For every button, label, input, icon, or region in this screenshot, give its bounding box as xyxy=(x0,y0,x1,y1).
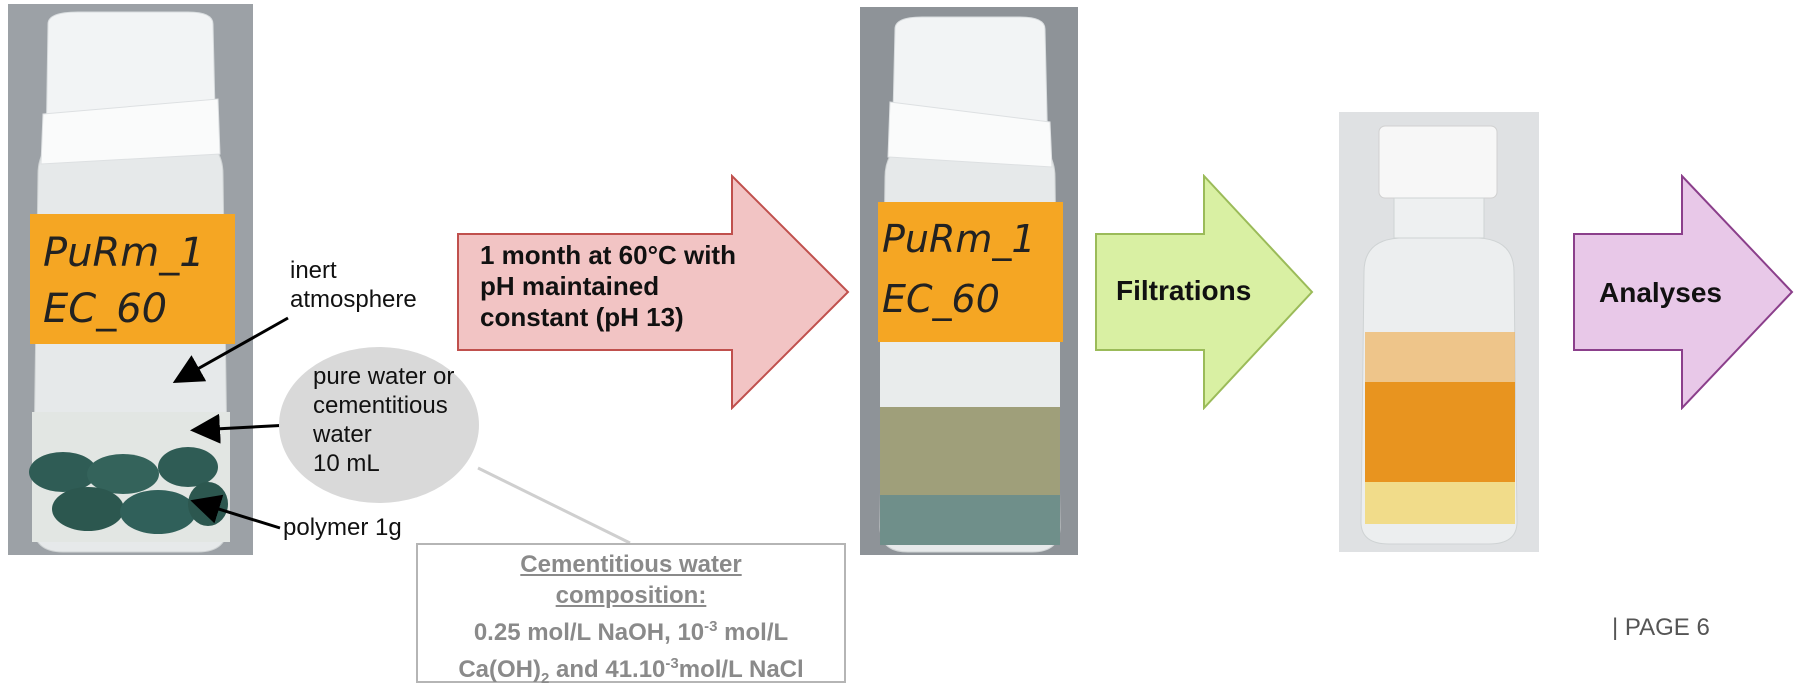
step-arrow-analysis xyxy=(1573,174,1794,410)
vial-photo-after-aging: PuRm_1 EC_60 xyxy=(860,7,1078,555)
inert-label: inert atmosphere xyxy=(290,257,417,313)
step-aging-text: 1 month at 60°C with pH maintained const… xyxy=(480,240,736,332)
step-arrow-aging xyxy=(457,174,850,410)
step-arrow-filtration xyxy=(1095,174,1314,410)
vial2-tag-line2: EC_60 xyxy=(882,277,1000,321)
step-filtration-text: Filtrations xyxy=(1116,275,1252,306)
composition-title-line1: Cementitious water xyxy=(520,551,742,578)
polymer-pointer xyxy=(190,494,281,530)
polymer-label: polymer 1g xyxy=(283,514,402,541)
page-number: | PAGE 6 xyxy=(1612,614,1710,641)
water-callout-bubble xyxy=(279,347,479,503)
inert-pointer xyxy=(172,316,289,383)
composition-line1: 0.25 mol/L NaOH, 10-3 mol/L xyxy=(473,618,789,646)
pointer-arrows xyxy=(172,316,631,545)
composition-line2: Ca(OH)2 and 41.10-3mol/L NaCl xyxy=(458,655,804,687)
callout-connector xyxy=(477,466,631,545)
water-label: pure water or cementitious water 10 mL xyxy=(313,363,455,477)
vial-photo-before: PuRm_1 EC_60 xyxy=(8,4,253,555)
water-pointer xyxy=(190,413,291,444)
vial-tag-line2: EC_60 xyxy=(43,286,167,332)
vial-tag-line1: PuRm_1 xyxy=(43,230,205,276)
step-analysis-text: Analyses xyxy=(1599,277,1722,308)
vial-photo-filtrate xyxy=(1339,112,1539,552)
cementitious-water-composition-box: Cementitious water composition: 0.25 mol… xyxy=(416,543,846,687)
vial2-tag-line1: PuRm_1 xyxy=(882,217,1036,261)
composition-title-line2: composition: xyxy=(555,582,707,609)
